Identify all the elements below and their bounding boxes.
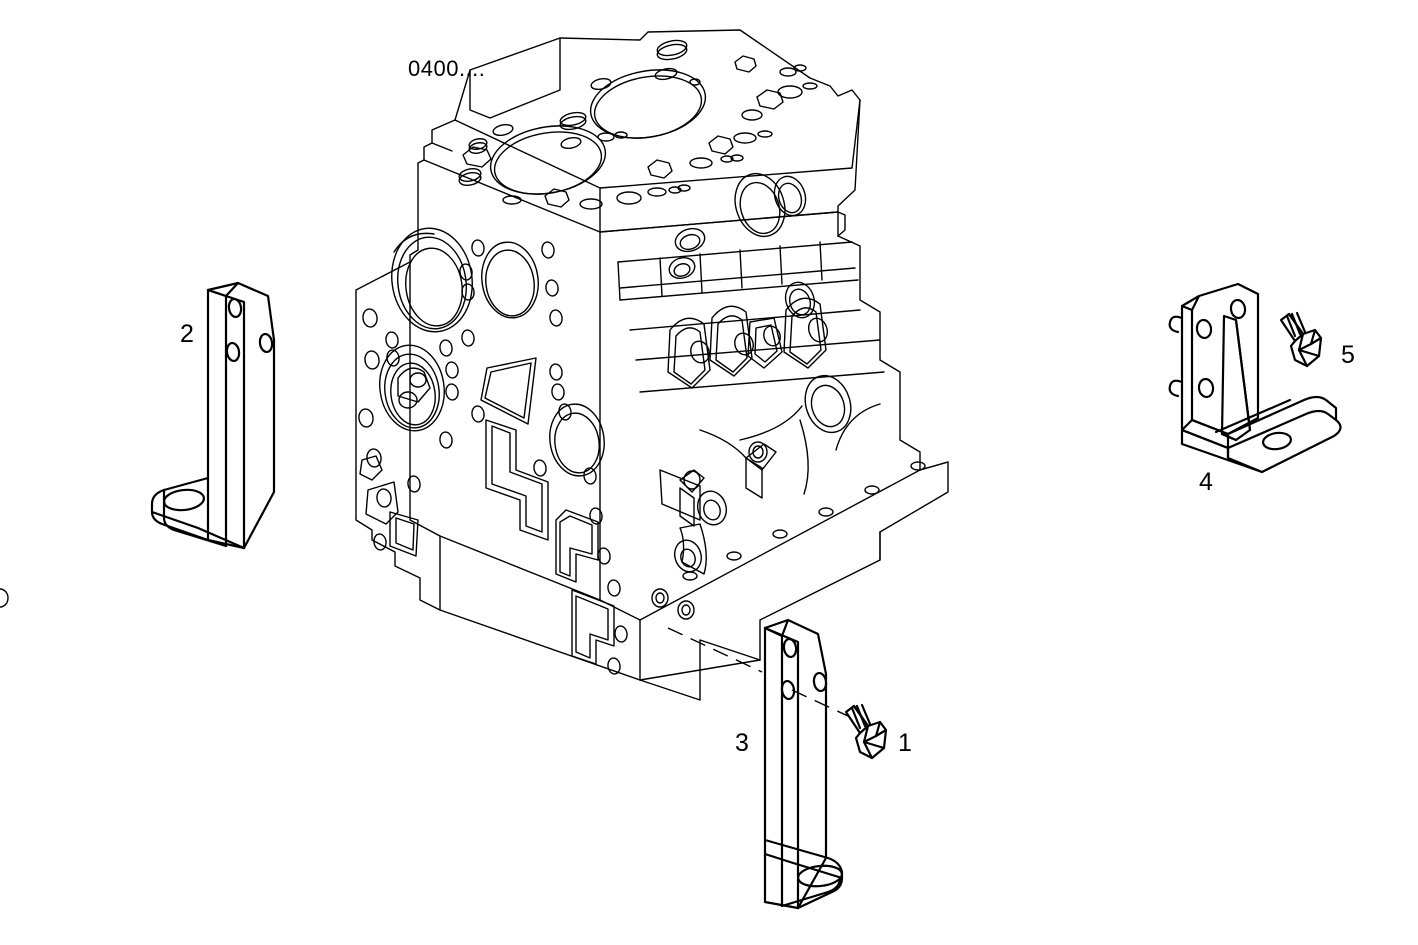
callout-label-1: 1 [898, 729, 912, 757]
callout-label-3: 3 [735, 729, 749, 757]
callout-label-2: 2 [180, 320, 194, 348]
callout-label-5: 5 [1341, 341, 1355, 369]
leader-bolt-1-to-bracket-3 [791, 689, 849, 717]
assembly-reference-label: 0400.... [408, 56, 486, 81]
leader-block-to-bracket-3 [667, 627, 763, 673]
callout-label-4: 4 [1199, 468, 1213, 496]
